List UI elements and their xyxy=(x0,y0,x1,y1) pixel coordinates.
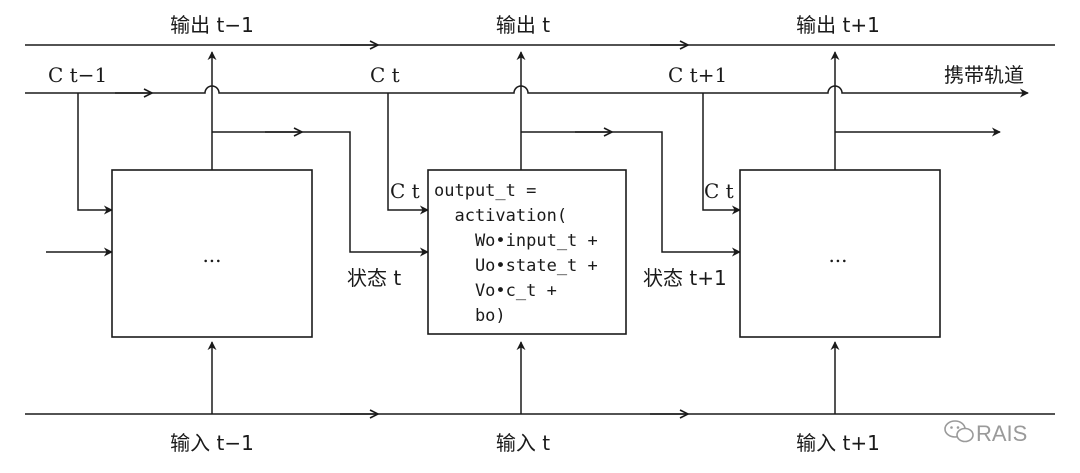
formula-line: output_t = xyxy=(434,181,536,201)
label-c-prev: C t−1 xyxy=(48,63,107,87)
label-state-next: 状态 t+1 xyxy=(643,266,727,290)
formula-line: Uo•state_t + xyxy=(434,256,598,276)
label-output-next: 输出 t+1 xyxy=(796,13,880,37)
box-prev-ellipsis: ... xyxy=(202,243,221,267)
label-state-current: 状态 t xyxy=(347,266,401,290)
label-input-current: 输入 t xyxy=(496,431,550,455)
formula-line: Vo•c_t + xyxy=(434,281,557,301)
formula-line: activation( xyxy=(434,206,567,226)
formula-block: output_t = activation( Wo•input_t + Uo•s… xyxy=(434,181,598,326)
box-next-ellipsis: ... xyxy=(828,243,847,267)
label-carry-track: 携带轨道 xyxy=(944,63,1024,87)
label-output-current: 输出 t xyxy=(496,13,550,37)
carry-track-line xyxy=(25,85,1029,93)
watermark-text: RAIS xyxy=(976,421,1027,446)
cell-box-next xyxy=(739,169,941,338)
label-input-next: 输入 t+1 xyxy=(796,431,880,455)
carry-taps xyxy=(77,93,741,215)
formula-line: Wo•input_t + xyxy=(434,231,598,251)
label-c-next: C t+1 xyxy=(668,63,727,87)
state-lines xyxy=(46,132,1001,257)
label-input-prev: 输入 t−1 xyxy=(170,431,254,455)
label-c-into-next: C t xyxy=(704,179,734,203)
label-output-prev: 输出 t−1 xyxy=(170,13,254,37)
wechat-icon xyxy=(944,420,974,443)
input-line xyxy=(25,341,1055,414)
label-c-current: C t xyxy=(370,63,400,87)
label-c-into-current: C t xyxy=(390,179,420,203)
cell-box-prev xyxy=(111,169,313,338)
output-risers xyxy=(207,51,840,170)
cell-box-current xyxy=(427,169,627,335)
formula-line: bo) xyxy=(434,306,506,326)
